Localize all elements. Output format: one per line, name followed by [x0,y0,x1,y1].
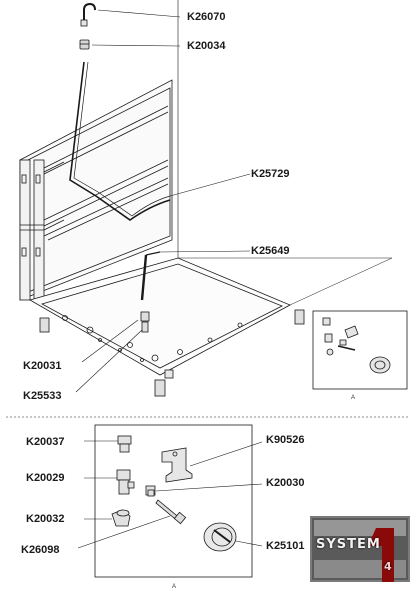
rod-k26098-part [155,499,187,525]
part-label-k20037: K20037 [26,436,65,448]
system4-logo [310,516,410,582]
valve-k20029-part [116,469,135,495]
leader-lines-lower [77,440,263,549]
part-label-k90526: K90526 [266,434,305,446]
detail-box [94,424,253,578]
logo-system-text: SYSTEM [316,537,381,552]
part-label-k25649: K25649 [251,245,290,257]
leader-lines-upper [75,9,251,393]
nut-fitting-part [79,39,90,50]
knob-k25101-part [203,522,237,552]
connector-k20030-part [145,485,156,497]
part-label-k25729: K25729 [251,168,290,180]
hose-fitting-part [80,2,96,27]
part-label-k26070: K26070 [187,11,226,23]
elbow-k20032-part [111,509,131,527]
part-label-k26098: K26098 [21,544,60,556]
detail-caption: A [172,584,176,590]
inset-caption: A [351,395,355,401]
part-label-k20030: K20030 [266,477,305,489]
inset-box [312,310,408,390]
part-label-k20031: K20031 [23,360,62,372]
bracket-k90526-part [161,447,193,483]
part-label-k20032: K20032 [26,513,65,525]
logo-digit-text: 4 [384,560,393,573]
oven-frame [19,0,393,397]
seal-fitting-part [140,311,150,333]
fitting-k20037-part [117,435,132,453]
part-label-k25533: K25533 [23,390,62,402]
part-label-k20029: K20029 [26,472,65,484]
part-label-k20034: K20034 [187,40,226,52]
part-label-k25101: K25101 [266,540,305,552]
